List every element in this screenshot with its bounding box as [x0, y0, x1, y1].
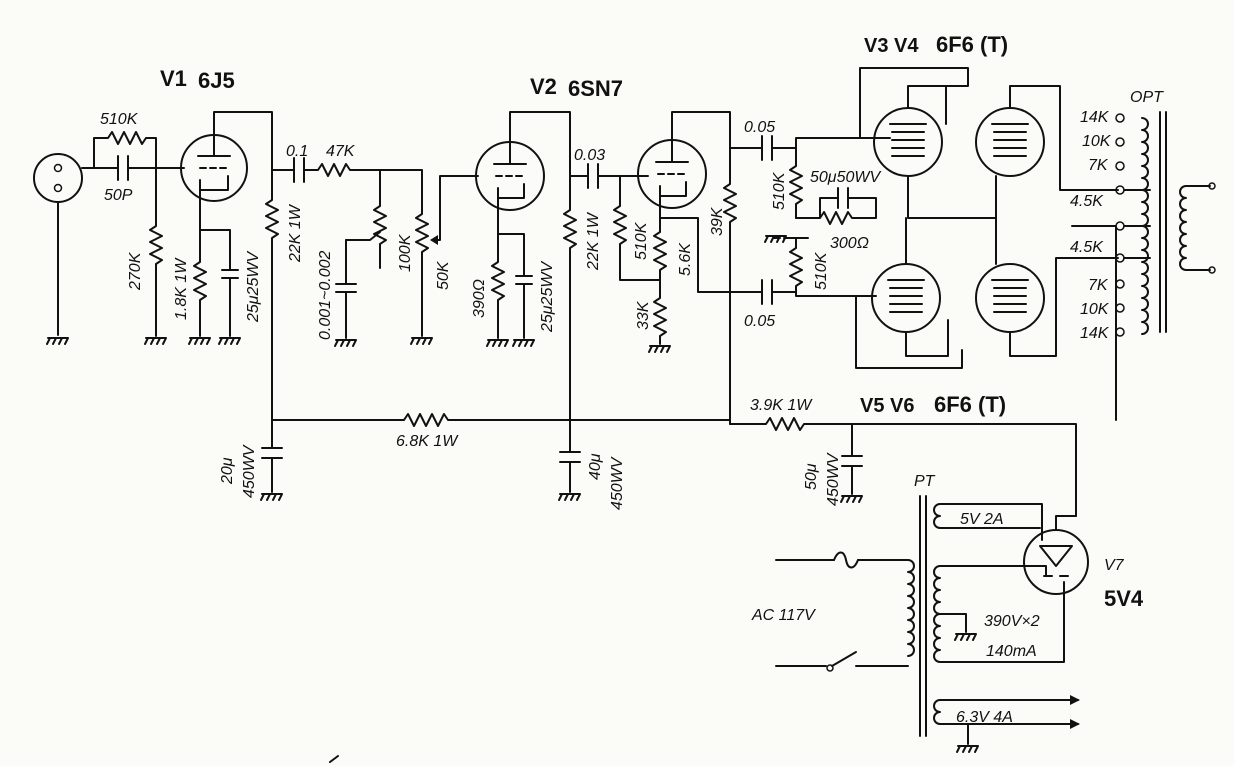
label-390: 390Ω	[471, 279, 488, 318]
label-510k-in: 510K	[100, 111, 139, 128]
tube-v7	[1023, 515, 1089, 595]
label-50p: 50P	[104, 187, 133, 204]
label-20u: 20μ	[219, 457, 236, 485]
svg-text:14K: 14K	[1080, 325, 1110, 342]
label-22k-1: 22K 1W	[287, 203, 304, 263]
label-300: 300Ω	[830, 235, 869, 252]
label-40u-v: 450WV	[609, 456, 626, 510]
label-22k-2: 22K 1W	[585, 211, 602, 271]
input-jack	[33, 153, 95, 336]
label-25u-1: 25μ25WV	[245, 251, 262, 323]
label-50u: 50μ	[803, 463, 820, 490]
svg-text:10K: 10K	[1082, 133, 1112, 150]
label-3k9: 3.9K 1W	[750, 397, 813, 414]
label-510k-c: 510K	[813, 251, 830, 290]
v2-ref: V2	[530, 74, 557, 99]
pt-fil: 6.3V 4A	[956, 709, 1013, 726]
tube-v5	[871, 217, 949, 357]
label-var-cap: 0.001~0.002	[317, 250, 334, 340]
pt-ac: AC 117V	[751, 607, 816, 624]
v1-ref: V1	[160, 66, 187, 91]
v34-ref: V3 V4	[864, 35, 919, 57]
label-50u-v: 450WV	[825, 452, 842, 506]
pt-5v: 5V 2A	[960, 511, 1004, 528]
svg-text:14K: 14K	[1080, 109, 1110, 126]
svg-text:7K: 7K	[1088, 277, 1109, 294]
tube-v2-a	[475, 111, 571, 235]
label-6k8: 6.8K 1W	[396, 433, 459, 450]
v56-ref: V5 V6	[860, 395, 914, 417]
tube-v3	[873, 85, 997, 219]
label-5k6: 5.6K	[677, 242, 694, 276]
svg-text:7K: 7K	[1088, 157, 1109, 174]
label-50u-cath: 50μ50WV	[810, 169, 881, 186]
tube-v6	[975, 217, 1119, 357]
tube-v2-b	[637, 111, 761, 293]
label-0-05-top: 0.05	[744, 119, 775, 136]
pt-hv-i: 140mA	[986, 643, 1037, 660]
v2-type: 6SN7	[568, 76, 623, 101]
label-40u: 40μ	[587, 453, 604, 480]
v7-ref: V7	[1104, 557, 1125, 574]
label-510k-b: 510K	[771, 171, 788, 210]
power-transformer	[907, 495, 941, 737]
label-50k: 50K	[435, 260, 452, 290]
label-1k8: 1.8K 1W	[173, 257, 190, 320]
label-270k: 270K	[127, 251, 144, 291]
v56-type: 6F6 (T)	[934, 392, 1006, 417]
opt-taps-bot: 4.5K 7K 10K 14K	[1070, 239, 1125, 342]
label-0-03: 0.03	[574, 147, 605, 164]
pt-hv: 390V×2	[984, 613, 1040, 630]
svg-text:4.5K: 4.5K	[1070, 239, 1104, 256]
opt-label: OPT	[1130, 89, 1164, 106]
label-0-1: 0.1	[286, 143, 308, 160]
label-20u-v: 450WV	[241, 444, 258, 498]
label-47k: 47K	[326, 143, 356, 160]
label-39k: 39K	[709, 206, 726, 236]
label-33k: 33K	[635, 300, 652, 330]
ground-symbol	[46, 337, 69, 345]
svg-text:4.5K: 4.5K	[1070, 193, 1104, 210]
pt-label: PT	[914, 473, 936, 490]
svg-text:10K: 10K	[1080, 301, 1110, 318]
tube-v1	[180, 111, 273, 231]
label-100k: 100K	[397, 233, 414, 272]
label-0-05-bot: 0.05	[744, 313, 775, 330]
tube-v4	[975, 85, 1119, 219]
label-25u-2: 25μ25WV	[539, 261, 556, 333]
label-510k-a: 510K	[633, 221, 650, 260]
v7-type: 5V4	[1104, 586, 1144, 611]
output-transformer	[1141, 111, 1216, 335]
opt-taps-top: 14K 10K 7K 4.5K	[1070, 109, 1125, 210]
v1-type: 6J5	[198, 68, 235, 93]
v34-type: 6F6 (T)	[936, 32, 1008, 57]
